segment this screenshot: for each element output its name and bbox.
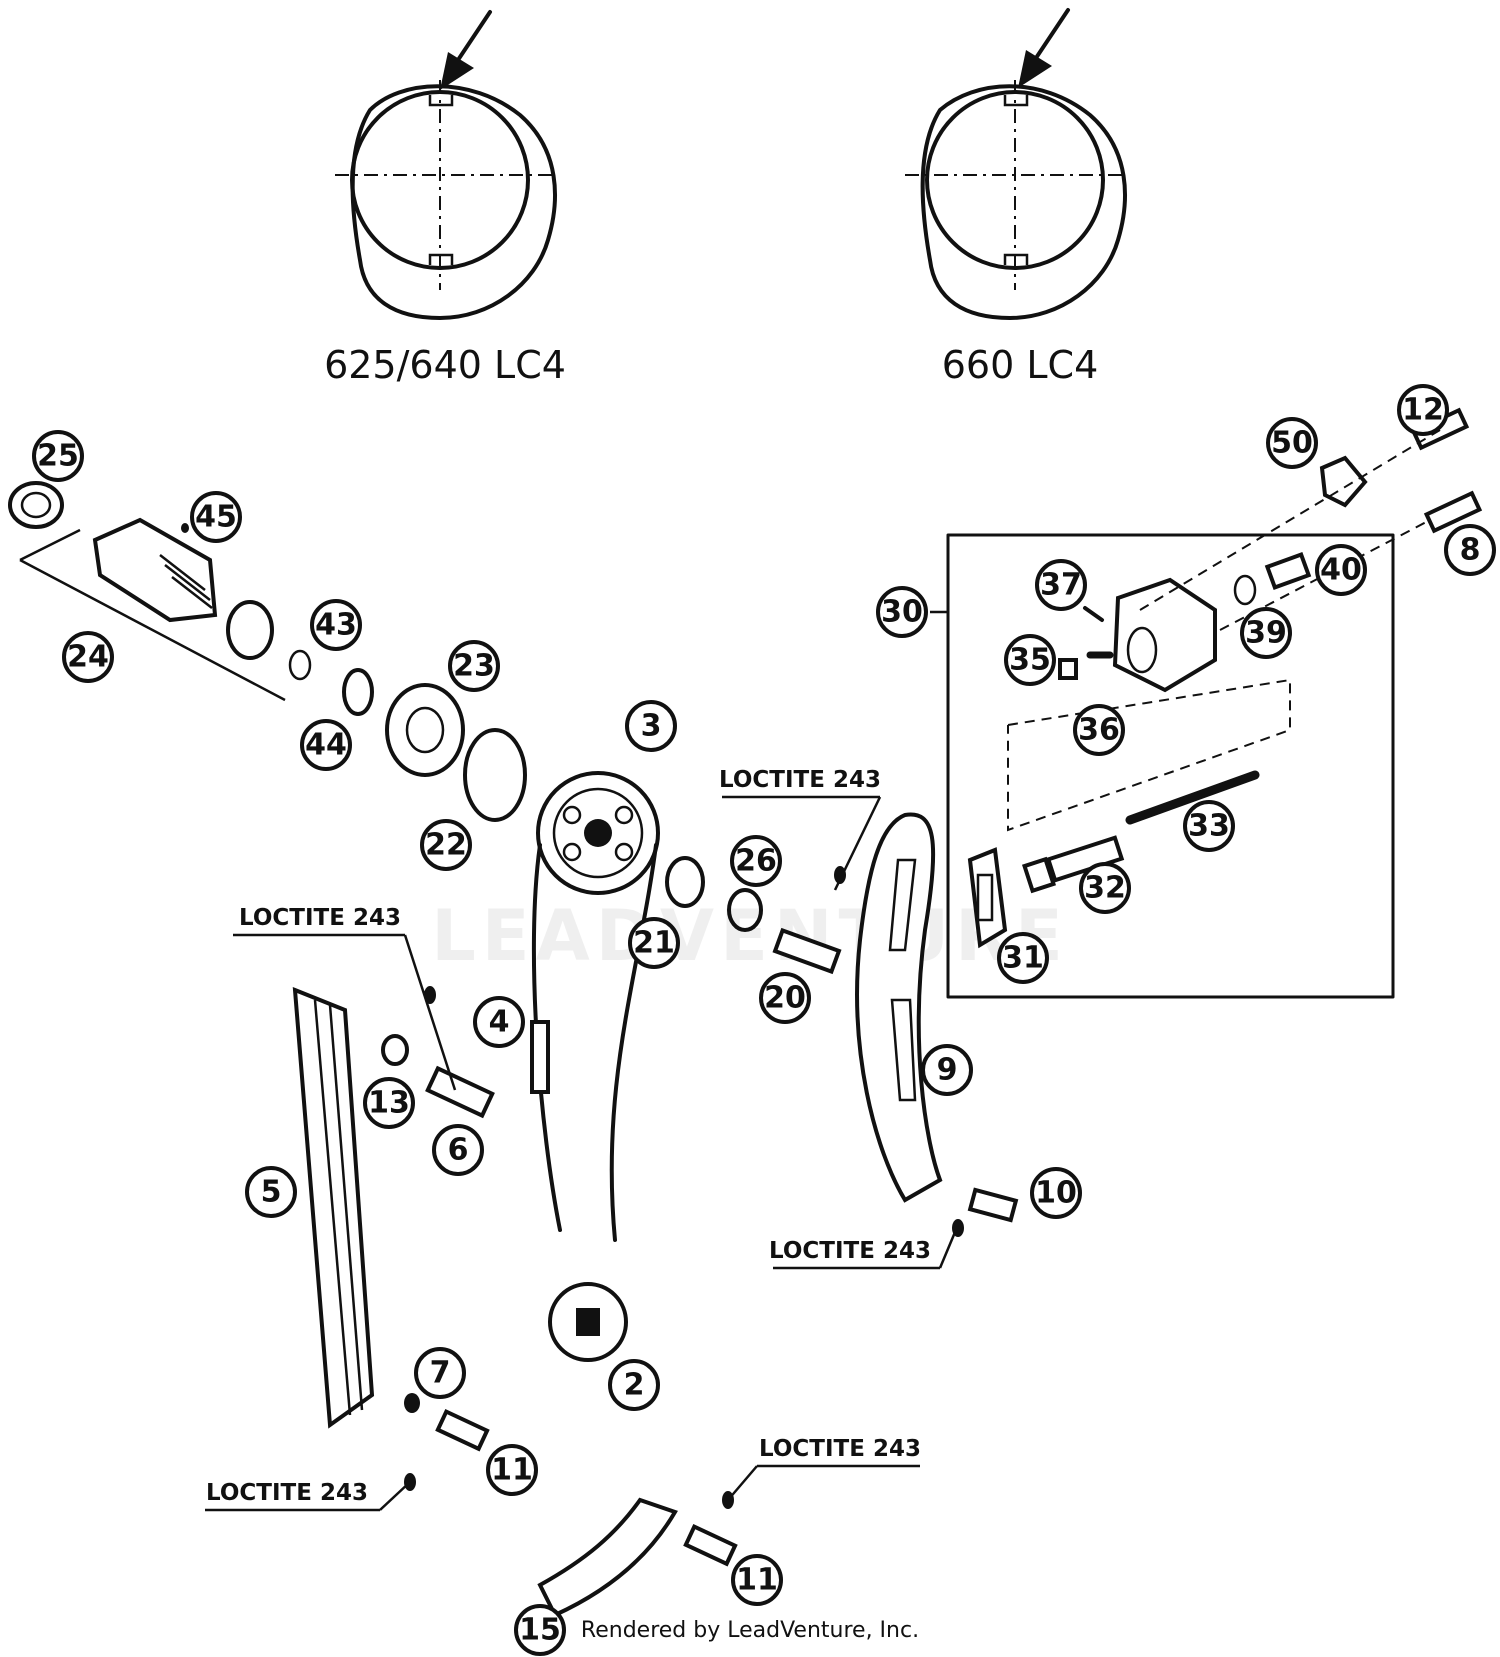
callout-21[interactable]: 21 — [628, 917, 680, 969]
adhesive-note: LOCTITE 243 — [769, 1224, 960, 1270]
svg-text:44: 44 — [305, 728, 347, 763]
svg-text:LOCTITE 243: LOCTITE 243 — [206, 1480, 368, 1506]
camshaft-assembly — [8, 481, 527, 822]
svg-text:LOCTITE 243: LOCTITE 243 — [759, 1436, 921, 1462]
tensioner-rail-9 — [855, 812, 1019, 1237]
callout-43[interactable]: 43 — [310, 599, 362, 651]
svg-text:31: 31 — [1002, 941, 1044, 976]
callout-10[interactable]: 10 — [1030, 1167, 1082, 1219]
callout-26[interactable]: 26 — [730, 835, 782, 887]
svg-text:7: 7 — [430, 1356, 451, 1391]
svg-text:2: 2 — [624, 1368, 645, 1403]
adhesive-notes: LOCTITE 243 LOCTITE 243 LOCTITE 243 LOCT… — [205, 767, 960, 1512]
svg-text:20: 20 — [764, 981, 806, 1016]
variant-label-625-640: 625/640 LC4 — [324, 343, 566, 387]
svg-text:12: 12 — [1402, 393, 1444, 428]
svg-text:11: 11 — [491, 1453, 533, 1488]
svg-text:LOCTITE 243: LOCTITE 243 — [239, 905, 401, 931]
callout-37[interactable]: 37 — [1035, 559, 1087, 611]
svg-text:39: 39 — [1245, 616, 1287, 651]
svg-text:35: 35 — [1009, 643, 1051, 678]
callout-12[interactable]: 12 — [1397, 384, 1449, 436]
svg-text:37: 37 — [1040, 568, 1082, 603]
callout-6[interactable]: 6 — [432, 1124, 484, 1176]
variant-660-cam-detail: 660 LC4 — [905, 8, 1127, 387]
callout-3[interactable]: 3 — [625, 700, 677, 752]
svg-text:13: 13 — [368, 1086, 410, 1121]
callout-15[interactable]: 15 — [514, 1604, 566, 1656]
svg-text:3: 3 — [641, 709, 662, 744]
svg-text:43: 43 — [315, 608, 357, 643]
svg-text:30: 30 — [881, 595, 923, 630]
svg-text:6: 6 — [448, 1133, 469, 1168]
callout-50[interactable]: 50 — [1266, 417, 1318, 469]
callout-8[interactable]: 8 — [1444, 524, 1496, 576]
svg-text:LOCTITE 243: LOCTITE 243 — [769, 1238, 931, 1264]
callout-36[interactable]: 36 — [1073, 704, 1125, 756]
svg-text:4: 4 — [489, 1005, 510, 1040]
variant-625-640-cam-detail: 625/640 LC4 — [324, 10, 566, 387]
callout-44[interactable]: 44 — [300, 719, 352, 771]
callout-39[interactable]: 39 — [1240, 607, 1292, 659]
svg-text:8: 8 — [1460, 533, 1481, 568]
guide-15 — [537, 1491, 738, 1618]
adhesive-note: LOCTITE 243 — [205, 1480, 411, 1512]
svg-text:9: 9 — [937, 1053, 958, 1088]
svg-text:26: 26 — [735, 844, 777, 879]
callout-4[interactable]: 4 — [473, 996, 525, 1048]
svg-text:25: 25 — [37, 439, 79, 474]
callout-30[interactable]: 30 — [876, 586, 928, 638]
timing-chain-assembly — [530, 771, 846, 1362]
callout-23[interactable]: 23 — [448, 640, 500, 692]
svg-text:36: 36 — [1078, 713, 1120, 748]
svg-text:40: 40 — [1320, 553, 1362, 588]
callout-2[interactable]: 2 — [608, 1359, 660, 1411]
callout-33[interactable]: 33 — [1183, 800, 1235, 852]
guide-rail-5 — [292, 986, 495, 1491]
callout-11[interactable]: 11 — [731, 1554, 783, 1606]
svg-text:15: 15 — [519, 1613, 561, 1648]
callout-9[interactable]: 9 — [921, 1044, 973, 1096]
callout-7[interactable]: 7 — [414, 1347, 466, 1399]
callout-25[interactable]: 25 — [32, 430, 84, 482]
svg-text:LOCTITE 243: LOCTITE 243 — [719, 767, 881, 793]
callout-24[interactable]: 24 — [62, 631, 114, 683]
svg-text:45: 45 — [195, 500, 237, 535]
callout-5[interactable]: 5 — [245, 1166, 297, 1218]
callout-45[interactable]: 45 — [190, 491, 242, 543]
svg-text:11: 11 — [736, 1563, 778, 1598]
callout-32[interactable]: 32 — [1079, 862, 1131, 914]
svg-text:22: 22 — [425, 828, 467, 863]
callout-31[interactable]: 31 — [997, 932, 1049, 984]
callouts: 2 3 4 5 6 7 8 9 10 11 11 12 13 15 20 21 … — [32, 384, 1496, 1656]
svg-text:23: 23 — [453, 649, 495, 684]
callout-13[interactable]: 13 — [363, 1077, 415, 1129]
watermark: LEADVENTURE — [431, 895, 1069, 977]
callout-40[interactable]: 40 — [1315, 544, 1367, 596]
adhesive-note: LOCTITE 243 — [727, 1436, 921, 1501]
svg-text:24: 24 — [67, 640, 109, 675]
callout-35[interactable]: 35 — [1004, 634, 1056, 686]
svg-text:33: 33 — [1188, 809, 1230, 844]
svg-text:5: 5 — [261, 1175, 282, 1210]
adhesive-note: LOCTITE 243 — [719, 767, 882, 891]
svg-text:21: 21 — [633, 926, 675, 961]
svg-text:10: 10 — [1035, 1176, 1077, 1211]
variant-label-660: 660 LC4 — [942, 343, 1099, 387]
tensioner-kit-30 — [930, 533, 1395, 999]
callout-20[interactable]: 20 — [759, 972, 811, 1024]
callout-11[interactable]: 11 — [486, 1444, 538, 1496]
adhesive-note: LOCTITE 243 — [233, 905, 457, 1091]
svg-text:32: 32 — [1084, 871, 1126, 906]
credit-text: Rendered by LeadVenture, Inc. — [581, 1618, 919, 1643]
callout-22[interactable]: 22 — [420, 819, 472, 871]
svg-text:50: 50 — [1271, 426, 1313, 461]
